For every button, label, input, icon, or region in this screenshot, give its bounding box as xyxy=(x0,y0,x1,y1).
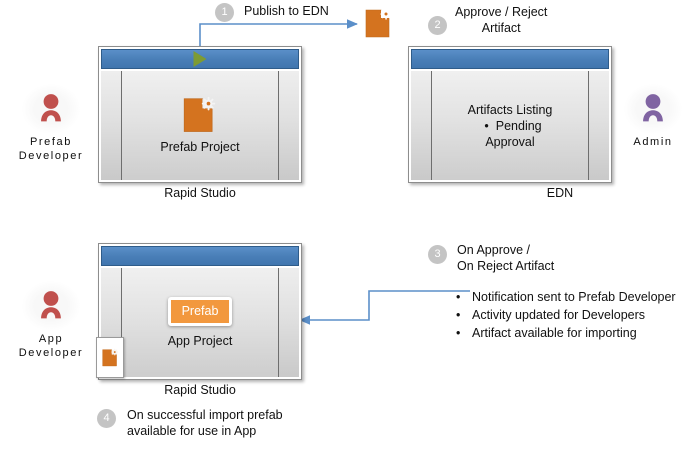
actor-app-developer: App Developer xyxy=(3,281,99,360)
window-body: Prefab Project xyxy=(101,71,299,180)
step-text-line1: Approve / Reject xyxy=(455,5,548,19)
actor-admin: Admin xyxy=(605,84,700,149)
step-text-line1: On successful import prefab xyxy=(127,408,283,422)
step-text-4: On successful import prefab available fo… xyxy=(127,408,283,439)
edn-listing-bullet-cont: Approval xyxy=(485,134,535,149)
actor-label-line1: App xyxy=(38,333,64,345)
caption-rapid-studio-bottom: Rapid Studio xyxy=(164,383,236,397)
bullet-dot-icon: • xyxy=(456,308,461,322)
step-text-line2: On Reject Artifact xyxy=(457,258,555,273)
window-content-label: Prefab Project xyxy=(160,140,240,154)
actor-prefab-developer: Prefab Developer xyxy=(3,84,99,163)
actor-label-line2: Developer xyxy=(18,150,84,162)
actor-label-line1: Admin xyxy=(633,136,673,148)
bullet-dot-icon: • xyxy=(456,290,461,304)
step-text-2: Approve / Reject Artifact xyxy=(455,5,547,36)
edn-artifacts-listing: Artifacts Listing Pending Approval xyxy=(468,102,553,150)
actor-label: Admin xyxy=(605,135,700,149)
window-titlebar[interactable] xyxy=(101,246,299,266)
actor-label: App Developer xyxy=(3,332,99,360)
person-icon xyxy=(624,84,682,134)
actor-label-line1: Prefab xyxy=(29,136,72,148)
artifact-icon xyxy=(183,96,217,133)
bullet-dot-icon: • xyxy=(456,326,461,340)
step-text-line2: available for use in App xyxy=(127,423,257,438)
window-app-project[interactable]: Prefab App Project xyxy=(98,243,302,380)
window-body: Prefab App Project xyxy=(101,268,299,377)
list-item: • Artifact available for importing xyxy=(456,324,694,342)
person-icon xyxy=(22,281,80,331)
list-item-label: Activity updated for Developers xyxy=(472,308,646,322)
window-prefab-project[interactable]: Prefab Project xyxy=(98,46,302,183)
actor-label: Prefab Developer xyxy=(3,135,99,163)
window-content-label: App Project xyxy=(167,333,233,348)
step-bubble-1: 1 xyxy=(215,3,234,22)
connector-on-approve-reject xyxy=(299,290,470,325)
window-right-pane xyxy=(588,71,609,180)
window-left-pane xyxy=(411,71,432,180)
step-bubble-4: 4 xyxy=(97,409,116,428)
step-text-1: Publish to EDN xyxy=(244,4,329,20)
step-text-line1: Publish to EDN xyxy=(244,4,329,18)
window-content-pane: Prefab App Project xyxy=(122,268,278,377)
window-content-pane: Prefab Project xyxy=(122,71,278,180)
window-titlebar[interactable] xyxy=(101,49,299,69)
caption-edn: EDN xyxy=(546,186,574,200)
list-item-label: Notification sent to Prefab Developer xyxy=(472,290,676,304)
window-content-pane: Artifacts Listing Pending Approval xyxy=(432,71,588,180)
window-right-pane xyxy=(278,268,299,377)
list-item: • Notification sent to Prefab Developer xyxy=(456,288,694,306)
step-bubble-2: 2 xyxy=(428,16,447,35)
actor-label-line2: Developer xyxy=(18,347,84,359)
artifact-icon xyxy=(101,348,119,367)
step-text-3: On Approve / On Reject Artifact xyxy=(457,243,554,274)
step-text-line1: On Approve / xyxy=(457,243,530,257)
list-item: • Activity updated for Developers xyxy=(456,306,694,324)
edn-listing-bullet: Pending xyxy=(468,118,553,134)
step3-detail-list: • Notification sent to Prefab Developer … xyxy=(456,288,694,342)
window-body: Artifacts Listing Pending Approval xyxy=(411,71,609,180)
window-right-pane xyxy=(278,71,299,180)
window-left-pane xyxy=(101,71,122,180)
play-triangle-icon[interactable] xyxy=(193,51,207,67)
edn-listing-title: Artifacts Listing xyxy=(467,102,553,117)
list-item-label: Artifact available for importing xyxy=(472,326,637,340)
prefab-badge[interactable]: Prefab xyxy=(167,296,233,326)
step-bubble-3: 3 xyxy=(428,245,447,264)
window-titlebar[interactable] xyxy=(411,49,609,69)
window-edn[interactable]: Artifacts Listing Pending Approval xyxy=(408,46,612,183)
taskbar-artifact-chip[interactable] xyxy=(96,337,124,378)
caption-rapid-studio-top: Rapid Studio xyxy=(164,186,236,200)
artifact-icon xyxy=(365,8,393,38)
person-icon xyxy=(22,84,80,134)
step-text-line2: Artifact xyxy=(481,20,521,35)
